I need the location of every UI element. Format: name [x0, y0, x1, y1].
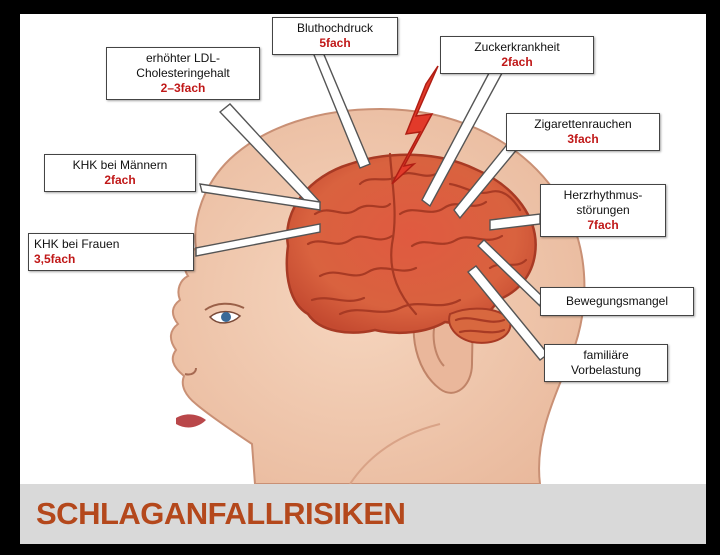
page-title: SCHLAGANFALLRISIKEN: [36, 496, 405, 532]
lips: [176, 414, 206, 427]
label-bewegungsmangel: Bewegungsmangel: [540, 287, 694, 316]
brain: [287, 154, 536, 343]
label-familiaere-vorbelastung: familiäre Vorbelastung: [544, 344, 668, 382]
label-zigarettenrauchen: Zigarettenrauchen 3fach: [506, 113, 660, 151]
label-bluthochdruck: Bluthochdruck 5fach: [272, 17, 398, 55]
title-bar: SCHLAGANFALLRISIKEN: [20, 484, 706, 544]
label-zuckerkrankheit: Zuckerkrankheit 2fach: [440, 36, 594, 74]
label-herzrhythmusstoerungen: Herzrhythmus- störungen 7fach: [540, 184, 666, 237]
label-ldl-cholesterin: erhöhter LDL- Cholesteringehalt 2–3fach: [106, 47, 260, 100]
label-khk-frauen: KHK bei Frauen 3,5fach: [28, 233, 194, 271]
illustration-panel: Bluthochdruck 5fach erhöhter LDL- Choles…: [20, 14, 706, 484]
label-khk-maenner: KHK bei Männern 2fach: [44, 154, 196, 192]
